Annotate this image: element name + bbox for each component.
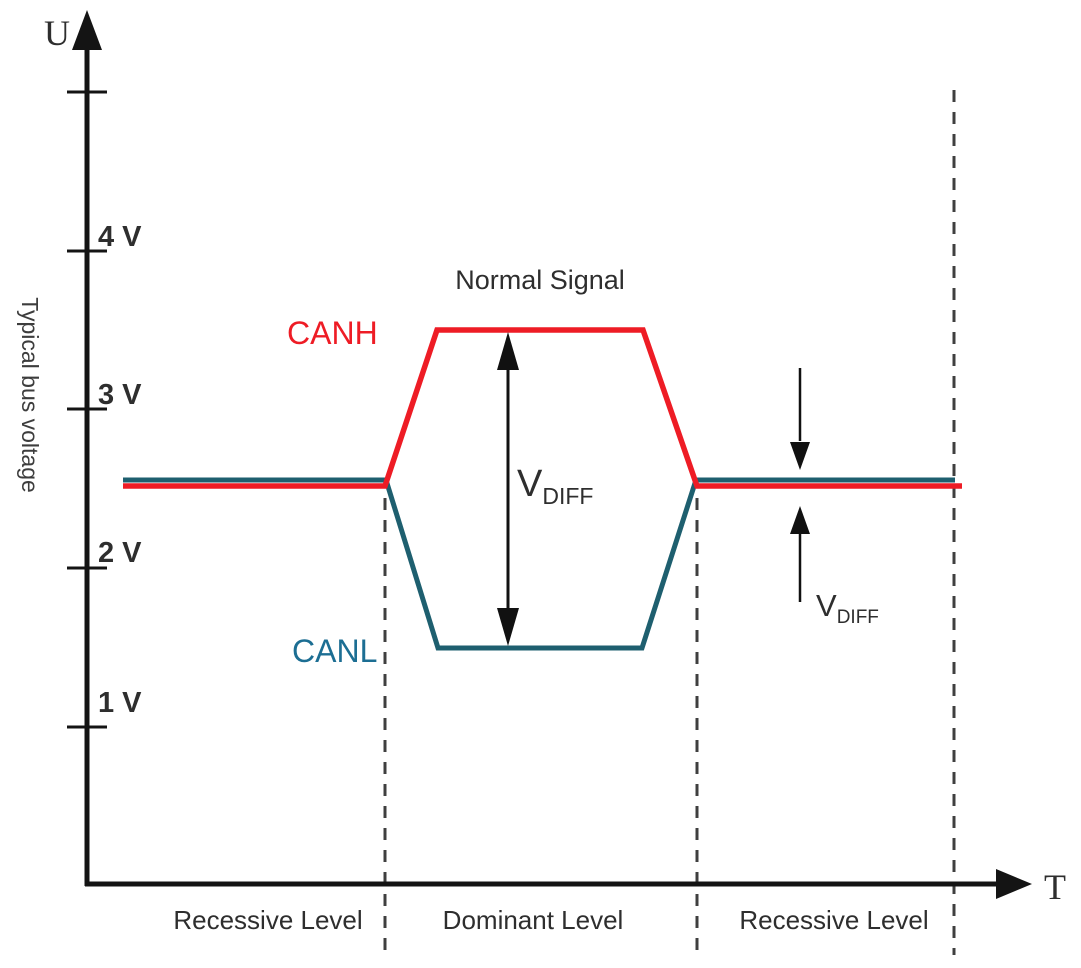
region-label-dominant: Dominant Level [443, 905, 624, 935]
region-labels: Recessive Level Dominant Level Recessive… [173, 905, 928, 935]
region-separators [383, 90, 956, 955]
vdiff-center-annotation: VDIFF [497, 332, 593, 646]
recessive-down-arrowhead-icon [790, 442, 810, 470]
y-axis-label: U [44, 13, 70, 53]
x-axis-label: T [1044, 867, 1066, 907]
region-label-recessive-1: Recessive Level [173, 905, 362, 935]
vdiff-arrow-up-icon [497, 332, 519, 370]
vdiff-arrow-down-icon [497, 608, 519, 646]
y-tick-label-1v: 1 V [98, 687, 142, 719]
y-tick-label-3v: 3 V [98, 379, 142, 411]
x-axis-arrowhead-icon [996, 869, 1032, 899]
y-tick-label-4v: 4 V [98, 221, 142, 253]
vdiff-recessive-annotation: VDIFF [790, 368, 879, 628]
y-axis: 4 V 3 V 2 V 1 V U Typical bus voltage [17, 10, 142, 886]
vdiff-center-label: VDIFF [517, 463, 593, 509]
canl-signal-label: CANL [292, 633, 377, 669]
region-label-recessive-2: Recessive Level [739, 905, 928, 935]
y-tick-label-2v: 2 V [98, 537, 142, 569]
canh-signal-label: CANH [287, 315, 378, 351]
canl-trace [123, 477, 955, 651]
canh-trace [123, 327, 962, 489]
x-axis: T [85, 867, 1066, 907]
y-axis-arrowhead-icon [72, 10, 102, 50]
signal-traces [123, 327, 962, 651]
y-axis-caption: Typical bus voltage [17, 297, 43, 493]
diagram-title: Normal Signal [455, 265, 625, 295]
vdiff-recessive-label: VDIFF [816, 588, 879, 628]
recessive-up-arrowhead-icon [790, 506, 810, 534]
